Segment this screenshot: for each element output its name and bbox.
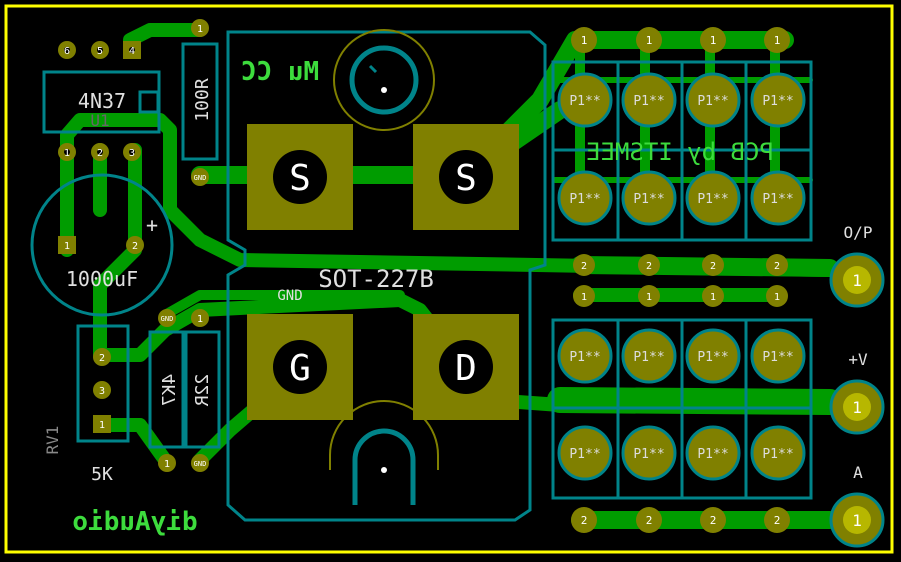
svg-text:1: 1	[197, 24, 203, 35]
resistor-a-label: 22R	[192, 374, 213, 407]
svg-text:1: 1	[197, 314, 203, 325]
svg-text:1: 1	[710, 292, 716, 303]
package-label: SOT-227B	[318, 265, 434, 293]
svg-text:P1**: P1**	[569, 350, 600, 365]
svg-text:1: 1	[852, 511, 862, 530]
gnd-label: GND	[277, 288, 302, 304]
svg-text:P1**: P1**	[569, 192, 600, 207]
plus-v-label: +V	[848, 350, 868, 369]
svg-text:P1**: P1**	[762, 192, 793, 207]
pot-value: 5K	[91, 464, 113, 485]
resistor-top-outline	[181, 42, 219, 161]
svg-text:1: 1	[581, 292, 587, 303]
output-label: O/P	[844, 223, 873, 242]
capacitor-outline	[30, 173, 174, 317]
svg-text:2: 2	[646, 514, 653, 527]
component-outlines	[30, 30, 813, 522]
sot227-pads: S S G D	[247, 124, 519, 420]
a-label: A	[853, 463, 863, 482]
svg-text:P1**: P1**	[697, 447, 728, 462]
svg-text:2: 2	[581, 514, 588, 527]
mounting-holes	[329, 29, 439, 505]
svg-text:P1**: P1**	[762, 350, 793, 365]
svg-text:2: 2	[97, 148, 103, 159]
svg-text:2: 2	[710, 514, 717, 527]
pin-s-label-right: S	[455, 158, 477, 199]
svg-text:P1**: P1**	[569, 94, 600, 109]
board-edge	[4, 4, 894, 554]
output-pad: 1	[829, 252, 885, 308]
header-pads-top: 1 1 1 1	[571, 27, 790, 53]
svg-text:3: 3	[99, 386, 105, 397]
opto-ref: U1	[90, 111, 109, 130]
resistor-top-label: 100R	[192, 78, 213, 122]
svg-text:P1**: P1**	[762, 94, 793, 109]
svg-text:2: 2	[132, 241, 138, 252]
capacitor-plus: +	[146, 213, 158, 237]
pin-d-label: D	[455, 348, 477, 389]
svg-text:2: 2	[774, 514, 781, 527]
svg-text:GND: GND	[161, 315, 174, 323]
svg-text:P1**: P1**	[633, 350, 664, 365]
plus-v-pad: 1	[829, 379, 885, 435]
svg-text:1: 1	[646, 292, 652, 303]
svg-text:5: 5	[97, 46, 103, 57]
silkscreen-labels: 4N37 U1 100R + 1000uF RV1 5K 4K7 22R SOT…	[43, 57, 872, 537]
pot-outline	[76, 324, 130, 443]
svg-text:4: 4	[129, 46, 135, 57]
svg-text:1: 1	[64, 148, 70, 159]
cap-array-pads: P1** P1** P1** P1** P1** P1** P1** P1** …	[557, 72, 806, 481]
svg-text:1: 1	[852, 271, 862, 290]
svg-text:GND: GND	[194, 460, 207, 468]
svg-text:1: 1	[774, 34, 781, 47]
pin-s-label-left: S	[289, 158, 311, 199]
svg-text:2: 2	[710, 261, 716, 272]
svg-text:1: 1	[64, 241, 70, 252]
svg-text:P1**: P1**	[697, 350, 728, 365]
svg-text:1: 1	[774, 292, 780, 303]
resistor-b-label: 4K7	[159, 374, 180, 407]
a-pad: 1	[829, 492, 885, 548]
small-pads: 1 GND 1 2 2 3 1 GND 1 1 GND	[58, 19, 209, 472]
svg-text:2: 2	[99, 353, 105, 364]
pin-g-label: G	[289, 348, 311, 389]
svg-text:P1**: P1**	[633, 192, 664, 207]
diyaudio-label: diyAudio	[72, 507, 197, 537]
opto-pads: 6 5 4 1 2 3	[58, 41, 141, 161]
svg-text:1: 1	[646, 34, 653, 47]
svg-text:P1**: P1**	[762, 447, 793, 462]
svg-text:2: 2	[774, 261, 780, 272]
svg-text:P1**: P1**	[633, 447, 664, 462]
svg-text:3: 3	[129, 148, 135, 159]
capacitor-label: 1000uF	[66, 267, 138, 291]
svg-text:2: 2	[646, 261, 652, 272]
svg-text:P1**: P1**	[569, 447, 600, 462]
svg-text:1: 1	[164, 459, 170, 470]
svg-text:GND: GND	[194, 174, 207, 182]
svg-text:P1**: P1**	[697, 94, 728, 109]
svg-text:P1**: P1**	[633, 94, 664, 109]
svg-text:1: 1	[710, 34, 717, 47]
svg-text:1: 1	[99, 420, 105, 431]
pcb-by-label: PCB by ITSMEE	[586, 138, 774, 166]
header-pads-mid: 2 2 2 2 1 1 1 1	[573, 254, 788, 307]
mu-cc-label: Mu CC	[241, 57, 319, 87]
svg-text:1: 1	[581, 34, 588, 47]
header-pads-bottom: 2 2 2 2	[571, 507, 790, 533]
svg-text:2: 2	[581, 261, 587, 272]
connector-pads: 1 1 1	[829, 252, 885, 548]
pot-ref: RV1	[43, 426, 62, 455]
svg-text:1: 1	[852, 398, 862, 417]
sot227-outline	[226, 30, 547, 522]
svg-text:P1**: P1**	[697, 192, 728, 207]
opto-label: 4N37	[78, 89, 126, 113]
svg-text:6: 6	[64, 46, 70, 57]
